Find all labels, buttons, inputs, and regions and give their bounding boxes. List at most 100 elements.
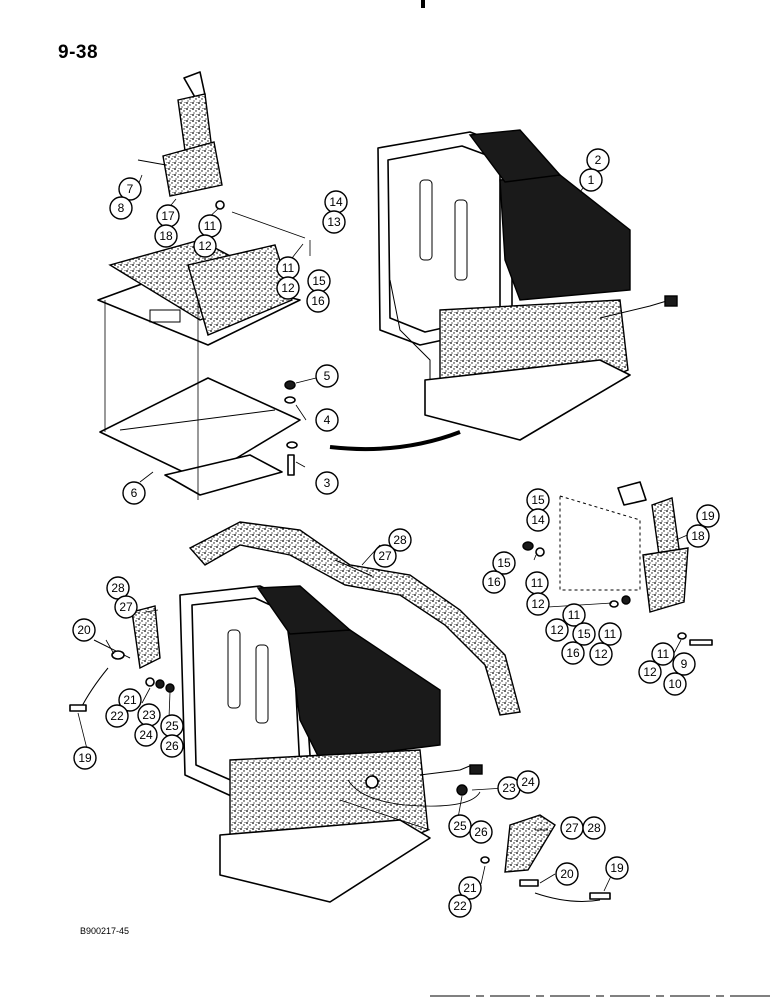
callout-label: 20	[77, 623, 91, 637]
callout-label: 9	[681, 657, 688, 671]
callout-11: 11	[525, 571, 549, 595]
callout-label: 15	[577, 627, 591, 641]
callout-label: 13	[327, 215, 341, 229]
seat-assembly-upper	[377, 129, 678, 441]
callout-label: 14	[329, 195, 343, 209]
callout-12: 12	[526, 592, 550, 616]
callout-label: 19	[78, 751, 92, 765]
callout-label: 27	[565, 821, 579, 835]
callout-16: 16	[482, 570, 506, 594]
callout-19: 19	[73, 746, 97, 770]
callout-label: 17	[161, 209, 175, 223]
callout-21: 21	[118, 688, 142, 712]
callout-label: 12	[531, 597, 545, 611]
callout-label: 11	[531, 576, 544, 590]
callout-label: 14	[531, 513, 545, 527]
callout-label: 18	[159, 229, 173, 243]
callout-16: 16	[306, 289, 330, 313]
page-number: 9-38	[58, 42, 99, 63]
callout-label: 12	[281, 281, 295, 295]
callout-15: 15	[307, 269, 331, 293]
callout-11: 11	[276, 256, 300, 280]
callout-label: 10	[668, 677, 682, 691]
callout-11: 11	[598, 622, 622, 646]
callout-label: 12	[198, 239, 212, 253]
callout-label: 4	[324, 413, 331, 427]
figure-code: B900217-45	[80, 926, 130, 936]
seat-belt-bracket-right	[522, 481, 713, 646]
callout-label: 23	[142, 708, 156, 722]
callout-label: 19	[610, 861, 624, 875]
callout-11: 11	[651, 642, 675, 666]
callout-28: 28	[582, 816, 606, 840]
callout-23: 23	[137, 703, 161, 727]
callout-19: 19	[605, 856, 629, 880]
callouts: 2 1 7 8 17 18 11 12 14 13 11 12 15 16 5 …	[72, 148, 720, 918]
callout-22: 22	[105, 704, 129, 728]
callout-25: 25	[448, 814, 472, 838]
callout-27: 27	[560, 816, 584, 840]
callout-7: 7	[118, 177, 142, 201]
seat-belt-bracket-upper	[137, 71, 225, 210]
callout-17: 17	[156, 204, 180, 228]
callout-18: 18	[154, 224, 178, 248]
callout-label: 12	[594, 647, 608, 661]
callout-20: 20	[555, 862, 579, 886]
callout-label: 23	[502, 781, 516, 795]
assembly-arrow	[329, 430, 461, 452]
callout-28: 28	[388, 528, 412, 552]
seat-assembly-lower	[179, 585, 483, 903]
seat-belt-strap	[188, 521, 521, 716]
callout-label: 27	[378, 549, 392, 563]
callout-17: 18	[686, 524, 710, 548]
callout-label: 26	[165, 739, 179, 753]
callout-label: 27	[119, 600, 133, 614]
callout-label: 26	[474, 825, 488, 839]
callout-label: 15	[497, 556, 511, 570]
callout-label: 5	[324, 369, 331, 383]
callout-label: 21	[463, 881, 477, 895]
callout-13: 13	[322, 210, 346, 234]
callout-11: 11	[562, 603, 586, 627]
callout-22: 22	[448, 894, 472, 918]
callout-label: 24	[139, 728, 153, 742]
callout-label: 28	[393, 533, 407, 547]
callout-2: 2	[586, 148, 610, 172]
callout-9: 9	[672, 652, 696, 676]
callout-label: 11	[204, 219, 217, 233]
callout-label: 11	[282, 261, 295, 275]
callout-6: 6	[122, 481, 146, 505]
callout-27: 27	[373, 544, 397, 568]
callout-label: 1	[588, 173, 595, 187]
bolt-stack-upper	[284, 380, 298, 476]
callout-18: 19	[696, 504, 720, 528]
callout-label: 11	[604, 627, 617, 641]
callout-5: 5	[315, 364, 339, 388]
top-edge-mark	[421, 0, 425, 8]
callout-label: 3	[324, 476, 331, 490]
callout-16: 16	[561, 641, 585, 665]
callout-label: 25	[453, 819, 467, 833]
callout-label: 6	[131, 486, 138, 500]
callout-label: 19	[701, 509, 715, 523]
callout-1: 1	[579, 168, 603, 192]
callout-21: 21	[458, 876, 482, 900]
callout-label: 22	[110, 709, 124, 723]
callout-label: 21	[123, 693, 137, 707]
callout-label: 15	[531, 493, 545, 507]
seat-belt-bracket-lower-left	[69, 605, 175, 712]
callout-label: 11	[657, 647, 670, 661]
callout-12: 12	[638, 660, 662, 684]
callout-label: 28	[587, 821, 601, 835]
callout-11: 11	[198, 214, 222, 238]
callout-12: 12	[276, 276, 300, 300]
callout-label: 15	[312, 274, 326, 288]
callout-13: 14	[526, 508, 550, 532]
callout-4: 4	[315, 408, 339, 432]
callout-24: 24	[516, 770, 540, 794]
callout-label: 28	[111, 581, 125, 595]
callout-24: 24	[134, 723, 158, 747]
mounting-plate	[99, 300, 301, 500]
callout-label: 18	[691, 529, 705, 543]
